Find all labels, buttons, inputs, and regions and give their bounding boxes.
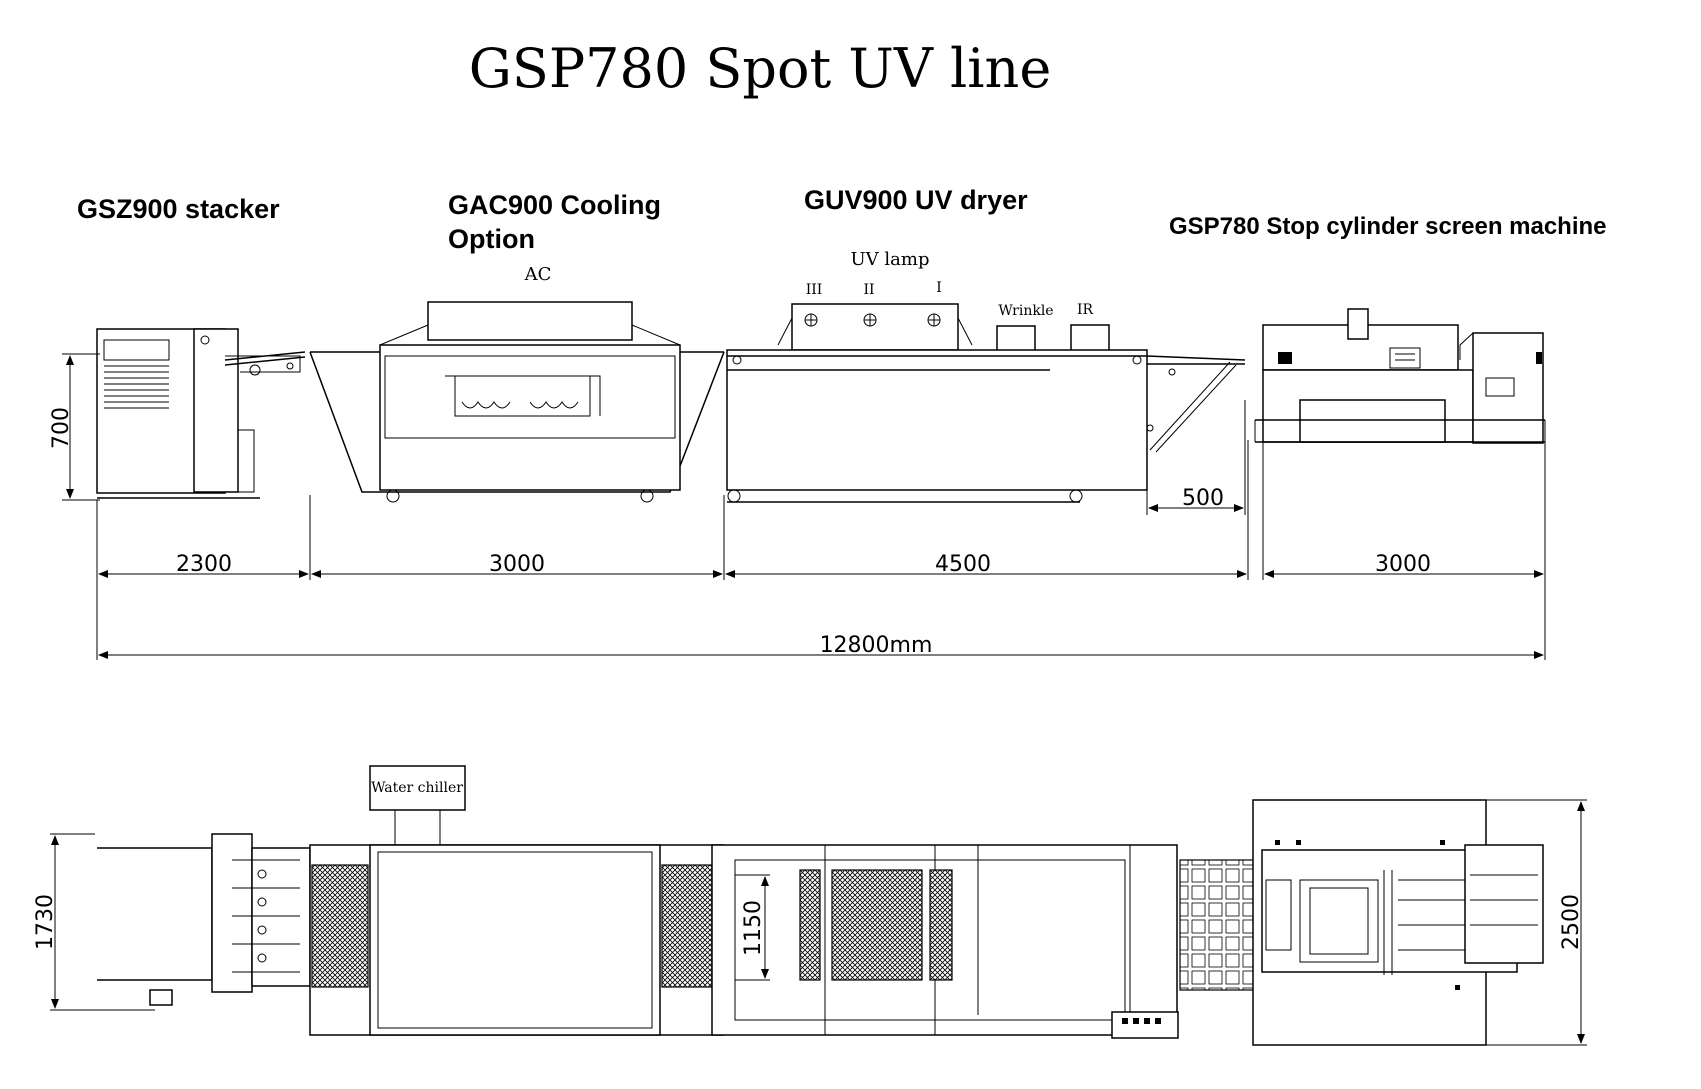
lamp-i-label: I	[936, 280, 942, 296]
seg-dryer-label: 4500	[935, 552, 991, 577]
plan-1730-label: 1730	[33, 894, 58, 950]
segment-dimensions: 2300 3000 4500 3000	[96, 440, 1546, 660]
cooling-side-view	[309, 301, 725, 503]
side-elevation: 700 500 2300 3000 4500 3000 12800mm	[49, 301, 1546, 660]
dimension-500: 500	[1146, 400, 1246, 515]
seg-stacker-label: 2300	[176, 552, 232, 577]
cooling-heading-line1: GAC900 Cooling	[448, 190, 661, 220]
screen-machine-plan-view: 2500	[1252, 799, 1587, 1046]
seg-cooling-label: 3000	[489, 552, 545, 577]
lamp-iii-label: III	[806, 282, 823, 298]
plan-2500-label: 2500	[1559, 894, 1584, 950]
page-title: GSP780 Spot UV line	[469, 37, 1052, 100]
lamp-ii-label: II	[863, 282, 874, 298]
stacker-plan-view: 1730	[33, 833, 311, 1011]
total-dimension-label: 12800mm	[820, 633, 933, 658]
cooling-plan-view: Water chiller	[309, 765, 725, 1036]
screen-machine-heading: GSP780 Stop cylinder screen machine	[1169, 213, 1607, 240]
water-chiller-label: Water chiller	[371, 780, 463, 796]
ir-label: IR	[1077, 302, 1094, 318]
screen-machine-side-view	[1254, 308, 1546, 444]
stacker-side-view	[96, 328, 306, 499]
uv-dryer-side-view	[726, 303, 1148, 503]
cooling-heading-line2: Option	[448, 224, 535, 254]
plan-1150-label: 1150	[741, 900, 766, 956]
dimension-700-label: 700	[49, 407, 74, 449]
plan-view: 1730 Water chiller	[33, 765, 1587, 1046]
wrinkle-label: Wrinkle	[998, 303, 1053, 319]
seg-screen-label: 3000	[1375, 552, 1431, 577]
dryer-heading: GUV900 UV dryer	[804, 185, 1028, 215]
transfer-conveyor-side-view	[1146, 355, 1246, 453]
dimension-500-label: 500	[1182, 486, 1224, 511]
uv-dryer-plan-view: 1150	[711, 844, 1261, 1039]
dimension-700: 700	[49, 353, 100, 501]
stacker-heading: GSZ900 stacker	[77, 194, 280, 224]
uv-lamp-label: UV lamp	[851, 249, 930, 270]
ac-label: AC	[524, 264, 552, 285]
total-dimension: 12800mm	[98, 633, 1544, 659]
